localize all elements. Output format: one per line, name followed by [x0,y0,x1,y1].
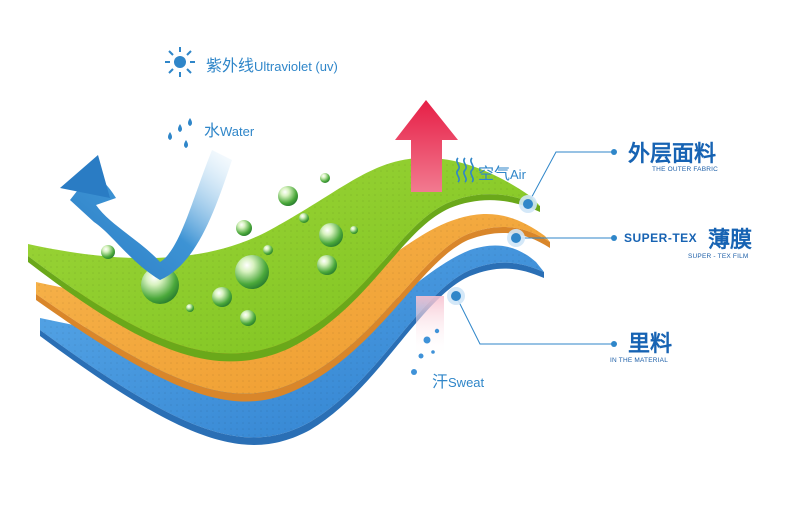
water-drop [350,226,358,234]
outer-fabric-subtitle: THE OUTER FABRIC [652,166,719,173]
water-drop [319,223,343,247]
water-label: 水Water [204,117,254,141]
sweat-label-cn: 汗 [432,372,449,391]
water-drop [101,245,115,259]
water-label-cn: 水 [204,121,221,140]
water-drop [320,173,330,183]
water-drop [235,255,269,289]
air-label-cn: 空气 [478,164,511,183]
raindrops-icon [168,118,192,148]
film-layer [36,214,550,402]
air-label-en: Air [510,167,526,182]
water-drop [236,220,252,236]
inner-material-title: 里料 [628,332,673,357]
water-drop [317,255,337,275]
air-label: 空气Air [478,160,526,184]
film-title: 薄膜 [708,228,753,253]
outer-fabric-title: 外层面料 [628,142,717,167]
uv-label: 紫外线Ultraviolet (uv) [206,52,338,76]
steam-icon [456,157,474,183]
callout-markers [447,149,617,347]
water-drop [263,245,273,255]
water-label-en: Water [220,124,255,139]
water-drop [212,287,232,307]
water-drop [278,186,298,206]
air-arrow [395,100,458,192]
water-drop [240,310,256,326]
sweat-label: 汗Sweat [432,368,484,392]
water-drop [186,304,194,312]
sun-icon [165,47,195,77]
water-repel-arrow [60,150,232,280]
sweat-wick [411,296,444,375]
water-drop [141,266,179,304]
inner-material-subtitle: IN THE MATERIAL [610,357,669,364]
film-prefix: SUPER-TEX [624,231,698,245]
outer-layer [28,157,540,362]
inner-layer [40,245,544,445]
uv-label-cn: 紫外线 [206,56,255,75]
uv-label-en: Ultraviolet (uv) [254,59,338,74]
water-drop [299,213,309,223]
water-droplets [101,173,358,326]
sweat-label-en: Sweat [448,375,485,390]
callout-lines [455,151,612,345]
film-subtitle: SUPER - TEX FILM [688,253,749,260]
